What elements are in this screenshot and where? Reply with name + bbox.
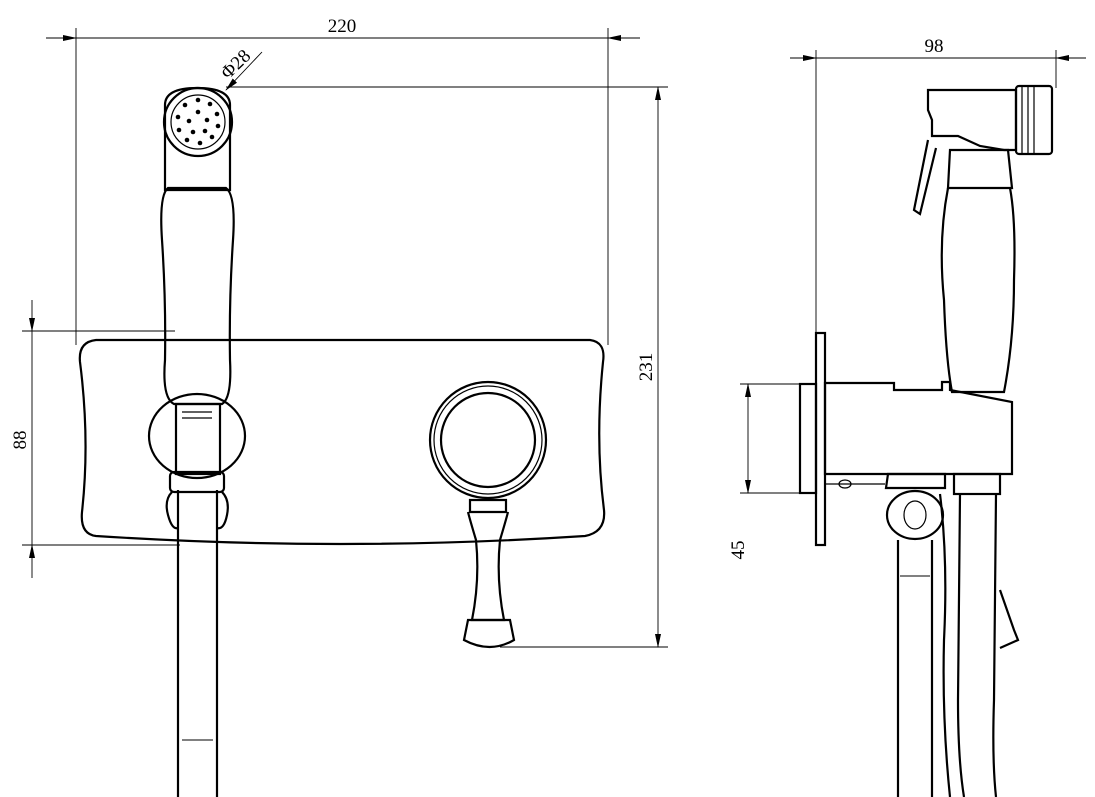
front-view: 220 231 88 Φ28 <box>10 16 668 797</box>
hose-side <box>896 493 1020 797</box>
wall-offset-dimension-label: 45 <box>728 541 749 560</box>
mixer-knob <box>428 380 548 500</box>
wall-plate <box>78 338 606 546</box>
plate-height-dimension-label: 88 <box>10 431 31 450</box>
spray-head-ring <box>162 86 234 158</box>
side-view: 98 45 <box>728 36 1086 797</box>
mixer-lever <box>462 498 516 649</box>
dimension-231: 231 <box>226 86 668 648</box>
hand-shower-side <box>912 84 1054 394</box>
dimension-98: 98 <box>790 36 1086 335</box>
spray-nozzle-holes <box>175 97 221 146</box>
width-dimension-label: 220 <box>328 16 357 37</box>
nozzle-diameter-label: Φ28 <box>217 46 255 84</box>
hose-left <box>176 490 219 797</box>
depth-dimension-label: 98 <box>925 36 944 57</box>
dimension-88: 88 <box>10 300 180 578</box>
dimension-220: 220 <box>46 16 640 345</box>
hand-shower <box>160 86 235 476</box>
dimension-45: 45 <box>728 383 800 560</box>
wall-plate-side <box>798 331 827 547</box>
height-dimension-label: 231 <box>636 353 657 382</box>
valve-body-side <box>823 380 1014 489</box>
hand-shower-holder <box>147 392 247 530</box>
diameter-leader: Φ28 <box>217 46 263 91</box>
